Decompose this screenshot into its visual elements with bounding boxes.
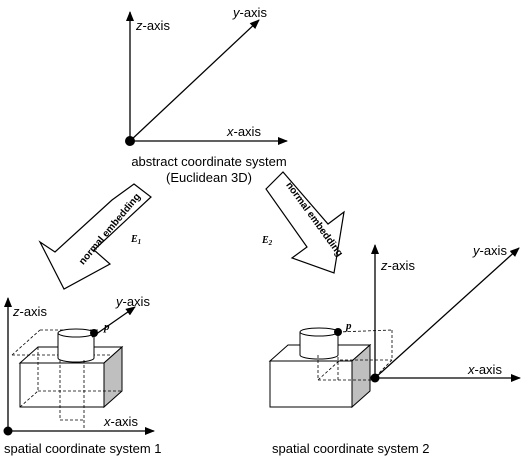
abstract-caption-line1: abstract coordinate system <box>131 154 286 169</box>
spatial2-caption: spatial coordinate system 2 <box>272 441 430 456</box>
spatial1-x-axis-label: x-axis <box>103 414 138 429</box>
abstract-z-axis-label: z-axis <box>135 18 170 33</box>
spatial2-y-axis <box>374 247 520 379</box>
spatial1-y-axis-label: y-axis <box>115 294 150 309</box>
abstract-origin <box>125 136 135 146</box>
box2-front-face <box>269 360 353 408</box>
embedding-label-1: E1 <box>130 234 141 246</box>
spatial2-x-axis-label: x-axis <box>467 362 502 377</box>
spatial1-point <box>90 329 98 337</box>
box1-front-face <box>19 362 105 408</box>
abstract-coordinate-system: z-axis y-axis x-axis abstract coordinate… <box>125 5 288 185</box>
box2-dashed-projections <box>317 329 393 381</box>
spatial1-z-axis-label: z-axis <box>12 304 47 319</box>
spatial1-y-axis <box>91 306 136 338</box>
abstract-x-axis-label: x-axis <box>226 124 261 139</box>
embedding-arrow-1: normal embedding E1 <box>38 183 152 290</box>
spatial2-y-axis-label: y-axis <box>472 243 507 258</box>
abstract-y-axis <box>129 19 260 142</box>
cylinder1 <box>57 328 95 363</box>
spatial2-origin <box>370 373 380 383</box>
spatial1-caption: spatial coordinate system 1 <box>4 441 162 456</box>
spatial2-point <box>334 328 342 336</box>
cylinder2 <box>299 327 339 360</box>
embedding-arrow-2: normal embedding E2 <box>261 171 345 274</box>
spatial-coordinate-system-2: z-axis y-axis x-axis p spatial coordinat… <box>268 243 521 456</box>
spatial1-origin <box>3 426 13 436</box>
spatial-coordinate-system-1: z-axis y-axis x-axis p spatial coordinat… <box>3 294 162 456</box>
spatial2-point-label: p <box>345 320 352 332</box>
abstract-y-axis-label: y-axis <box>232 5 267 20</box>
embedding-arrow-1-shape <box>38 183 152 290</box>
spatial1-point-label: p <box>103 321 110 333</box>
spatial2-z-axis-label: z-axis <box>380 258 415 273</box>
embedding-label-2: E2 <box>261 235 273 247</box>
embedding-arrow-2-shape <box>265 171 345 274</box>
abstract-caption-line2: (Euclidean 3D) <box>166 170 252 185</box>
